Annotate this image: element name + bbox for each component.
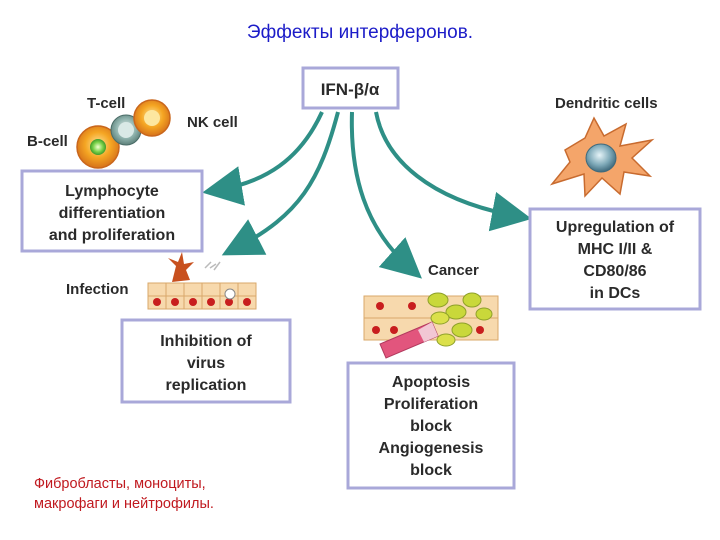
infection-label: Infection bbox=[66, 281, 129, 298]
nk-cell-label: NK cell bbox=[187, 114, 238, 131]
apoptosis-line-4: Angiogenesis bbox=[379, 440, 484, 457]
virus-line-3: replication bbox=[166, 377, 247, 394]
infection-tissue-illustration bbox=[147, 252, 257, 310]
apoptosis-line-3: block bbox=[410, 418, 452, 435]
apoptosis-box: Apoptosis Proliferation block Angiogenes… bbox=[346, 361, 516, 490]
cancer-label: Cancer bbox=[428, 262, 479, 279]
mhc-box: Upregulation of MHC I/II & CD80/86 in DC… bbox=[528, 207, 702, 311]
caption: Фибробласты, моноциты, макрофаги и нейтр… bbox=[34, 474, 214, 514]
apoptosis-line-2: Proliferation bbox=[384, 396, 478, 413]
apoptosis-line-5: block bbox=[410, 462, 452, 479]
caption-line-2: макрофаги и нейтрофилы. bbox=[34, 496, 214, 512]
arrow-to-dendritic bbox=[374, 111, 532, 232]
t-cell-label: T-cell bbox=[87, 95, 125, 112]
ifn-label: IFN-β/α bbox=[321, 80, 380, 99]
lymphocyte-line-1: Lymphocyte bbox=[65, 183, 159, 200]
arrow-to-cancer bbox=[349, 111, 422, 279]
virus-box: Inhibition of virus replication bbox=[120, 318, 292, 404]
immune-cells-illustration bbox=[76, 99, 171, 169]
mhc-line-3: CD80/86 bbox=[583, 263, 646, 280]
page-title: Эффекты интерферонов. bbox=[246, 22, 474, 43]
arrow-to-infection bbox=[221, 111, 340, 256]
virus-line-2: virus bbox=[187, 355, 225, 372]
apoptosis-line-1: Apoptosis bbox=[392, 374, 470, 391]
arrow-to-lymphocyte bbox=[202, 111, 324, 206]
mhc-line-2: MHC I/II & bbox=[578, 241, 653, 258]
virus-line-1: Inhibition of bbox=[160, 333, 252, 350]
arrows bbox=[202, 111, 532, 279]
dendritic-cell-illustration bbox=[549, 116, 655, 198]
mhc-line-4: in DCs bbox=[590, 285, 641, 302]
mhc-line-1: Upregulation of bbox=[556, 219, 675, 236]
ifn-source-box: IFN-β/α bbox=[301, 66, 400, 110]
caption-line-1: Фибробласты, моноциты, bbox=[34, 476, 206, 492]
lymphocyte-line-3: and proliferation bbox=[49, 227, 175, 244]
b-cell-label: B-cell bbox=[27, 133, 68, 150]
lymphocyte-box: Lymphocyte differentiation and prolifera… bbox=[20, 169, 204, 253]
dendritic-cells-label: Dendritic cells bbox=[555, 95, 658, 112]
lymphocyte-line-2: differentiation bbox=[59, 205, 166, 222]
cancer-tissue-illustration bbox=[363, 292, 499, 359]
